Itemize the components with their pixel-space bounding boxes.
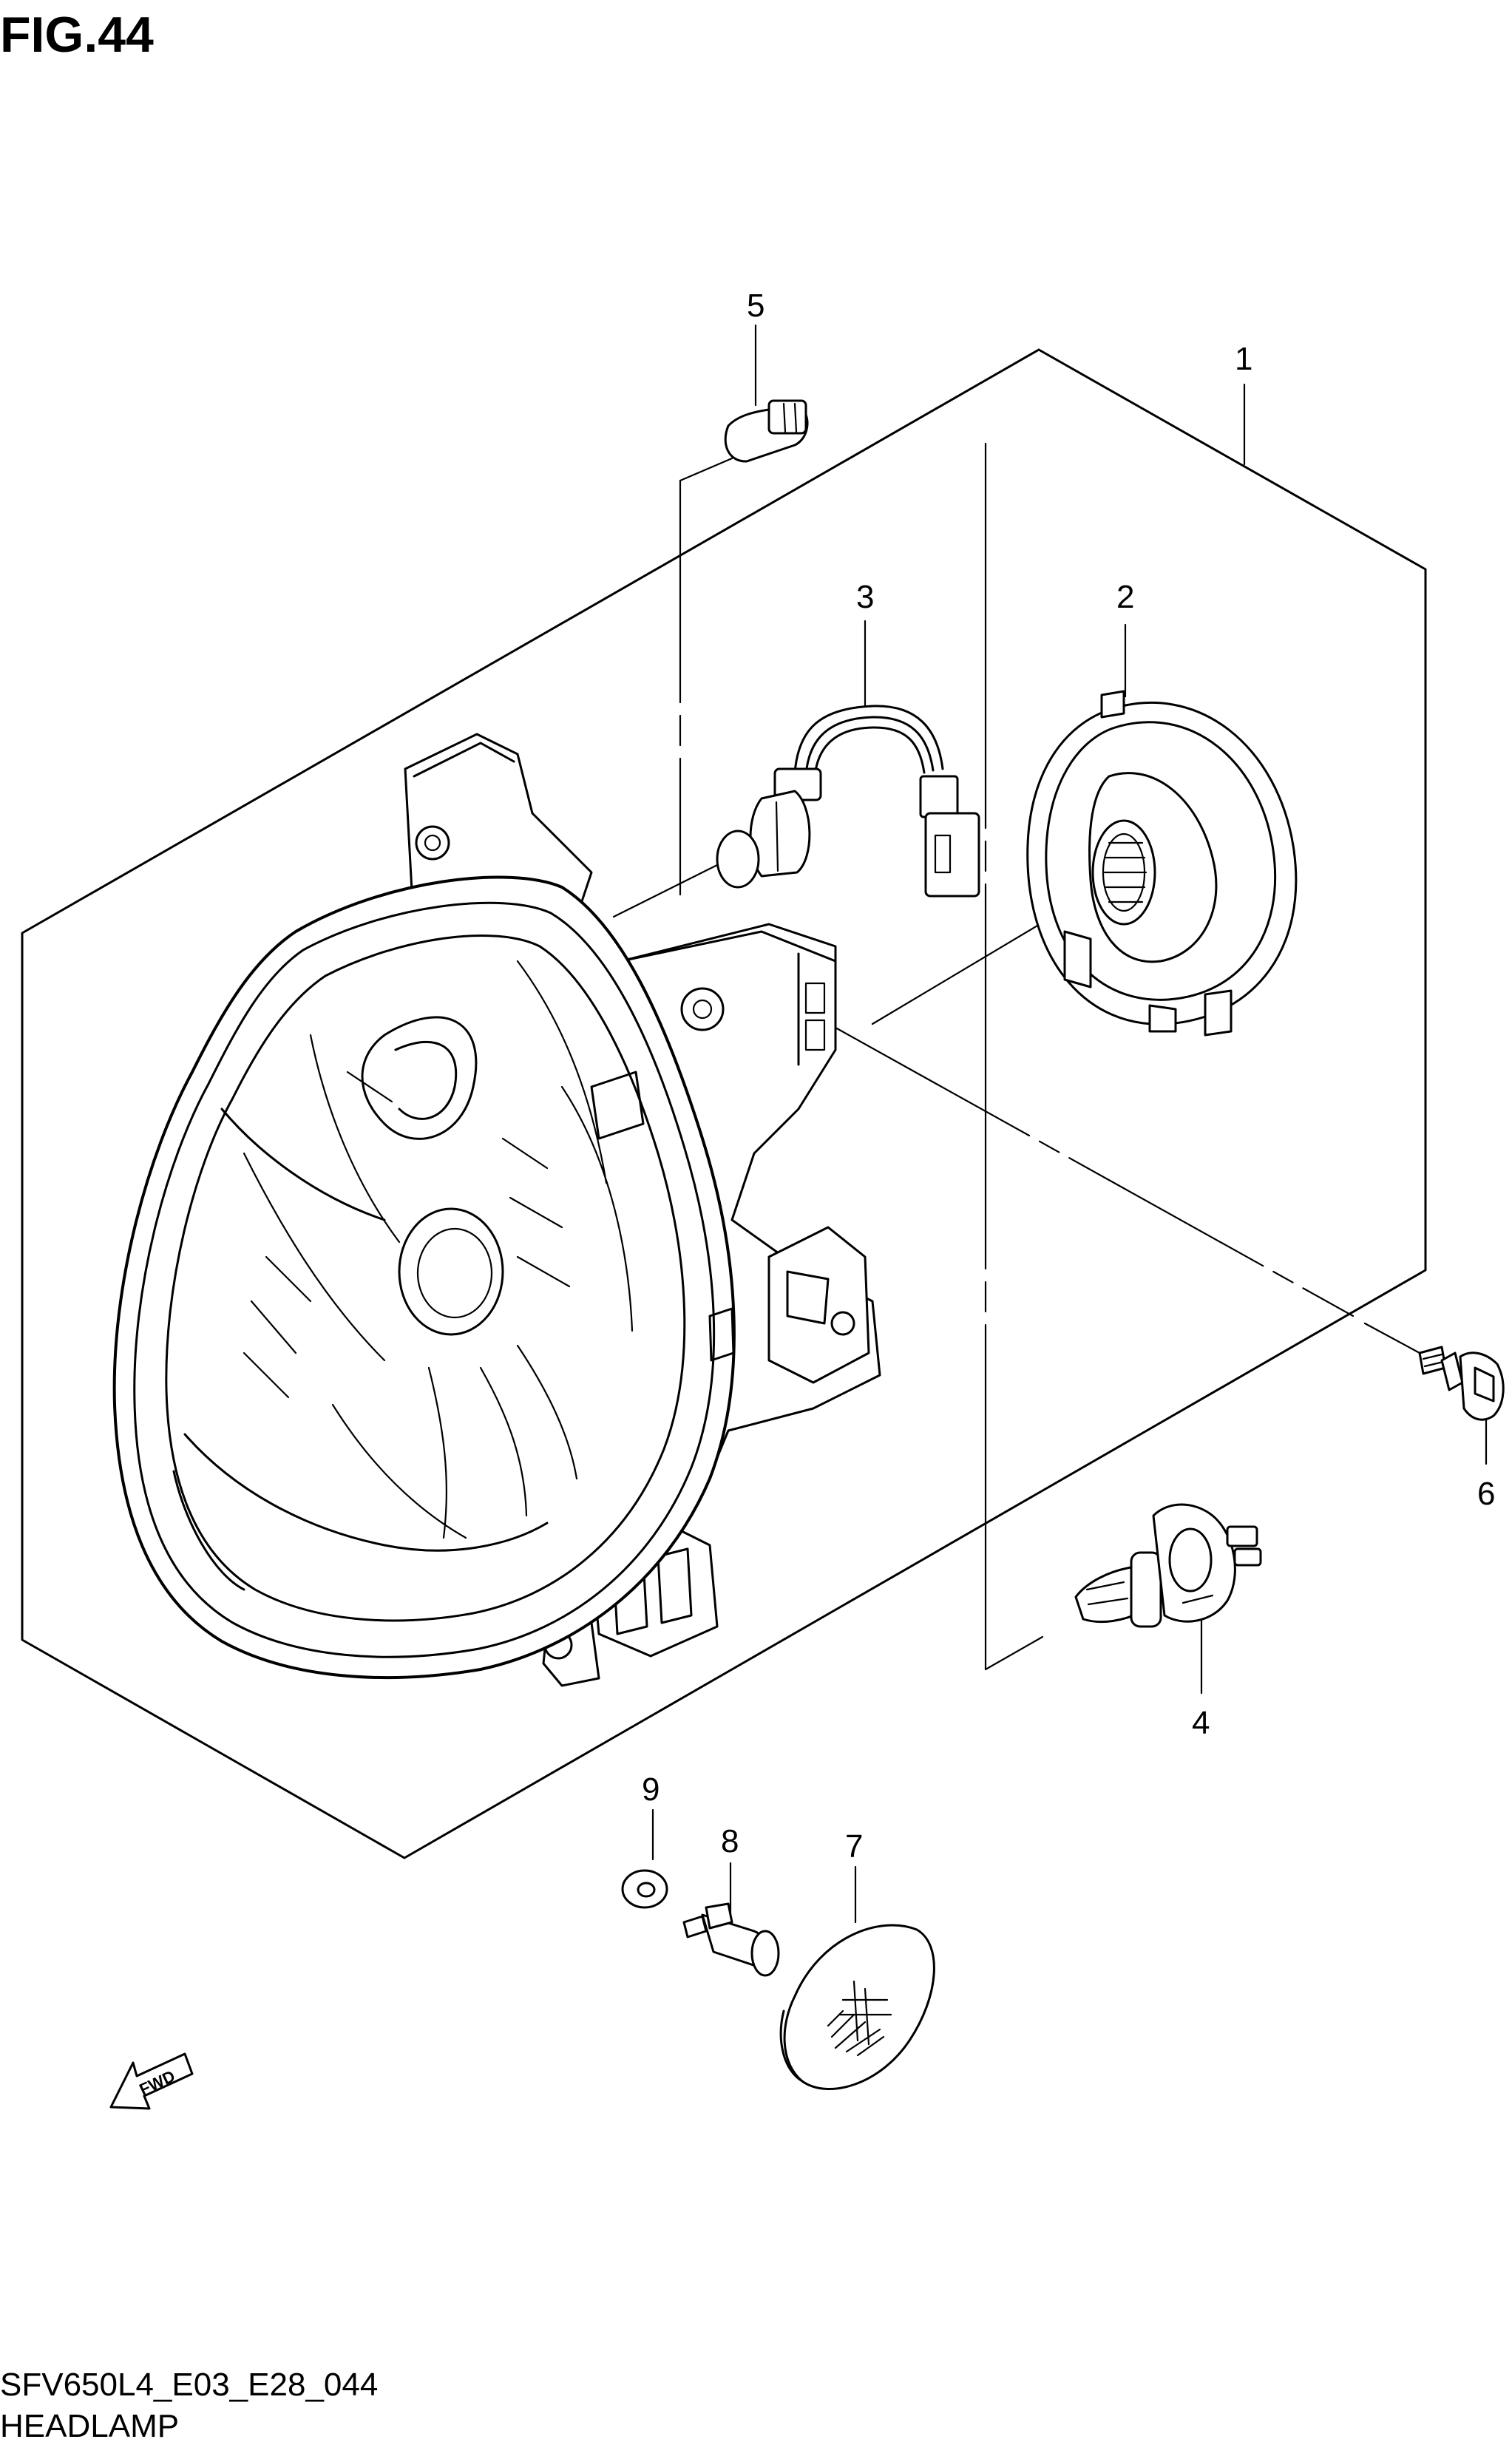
figure-name: HEADLAMP xyxy=(0,2408,179,2442)
headlamp-cap-icon xyxy=(779,1924,935,2091)
callout-8: 8 xyxy=(721,1823,739,1859)
callout-9: 9 xyxy=(642,1771,660,1808)
assembly-box xyxy=(21,348,1427,1859)
callout-2: 2 xyxy=(1116,579,1134,615)
dust-boot-icon xyxy=(1026,690,1298,1037)
washer-icon xyxy=(621,1869,668,1909)
screw-icon xyxy=(1418,1346,1505,1421)
headlamp-housing-icon xyxy=(112,733,881,1687)
callout-5: 5 xyxy=(747,288,765,324)
callout-6: 6 xyxy=(1477,1476,1495,1512)
wedge-bulb-icon xyxy=(724,399,809,463)
callout-3: 3 xyxy=(856,579,874,615)
figure-title: FIG.44 xyxy=(0,7,154,63)
callout-7: 7 xyxy=(845,1828,863,1865)
fwd-arrow-icon: FWD xyxy=(109,2052,194,2110)
callout-leaders xyxy=(612,324,1488,1935)
bulb-socket-harness-icon xyxy=(716,705,980,898)
figure-code: SFV650L4_E03_E28_044 xyxy=(0,2367,378,2403)
adjuster-pin-icon xyxy=(682,1902,780,1977)
halogen-bulb-icon xyxy=(1074,1503,1262,1628)
callout-1: 1 xyxy=(1235,341,1252,377)
callout-4: 4 xyxy=(1192,1705,1210,1741)
